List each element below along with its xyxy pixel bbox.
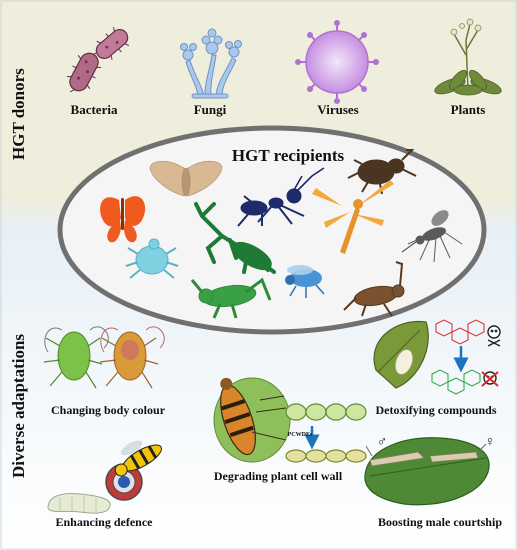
aphid-colour-icon <box>43 326 165 389</box>
donor-label-fungi: Fungi <box>194 102 227 117</box>
mosquito-icon <box>401 210 463 263</box>
dragonfly-icon <box>312 180 394 254</box>
grasshopper-icon <box>190 277 272 319</box>
pcwdes-label: PCWDEs <box>288 432 313 438</box>
recipients-title: HGT recipients <box>232 146 345 165</box>
female-symbol: ♀ <box>485 435 496 450</box>
bacteria-icon <box>66 26 130 93</box>
donors-section-title: HGT donors <box>9 68 28 160</box>
ant-icon <box>237 167 325 227</box>
adaptation-label-cell-wall: Degrading plant cell wall <box>214 469 343 483</box>
virus-icon <box>295 20 379 104</box>
adaptation-label-colour: Changing body colour <box>51 403 166 417</box>
donor-label-viruses: Viruses <box>317 102 358 117</box>
adaptation-label-detox: Detoxifying compounds <box>375 403 496 417</box>
mite-icon <box>125 238 179 279</box>
courtship-icon <box>364 437 490 506</box>
adaptations-section-title: Diverse adaptations <box>9 334 28 478</box>
donor-label-bacteria: Bacteria <box>71 102 118 117</box>
moth-icon <box>149 160 223 197</box>
plant-icon <box>434 18 502 96</box>
donor-label-plants: Plants <box>451 102 486 117</box>
butterfly-icon <box>100 196 146 243</box>
cricket-icon <box>343 261 405 317</box>
fungi-icon <box>180 28 242 99</box>
beetle-icon <box>347 149 417 195</box>
plant-cell-wall-icon <box>213 377 367 463</box>
fly-icon <box>285 265 325 298</box>
detox-icon <box>373 319 501 395</box>
male-symbol: ♂ <box>377 435 388 450</box>
mantis-icon <box>194 202 276 274</box>
wasp-defence-icon <box>47 440 162 514</box>
adaptation-label-courtship: Boosting male courtship <box>378 515 502 529</box>
adaptation-label-defence: Enhancing defence <box>55 515 153 529</box>
